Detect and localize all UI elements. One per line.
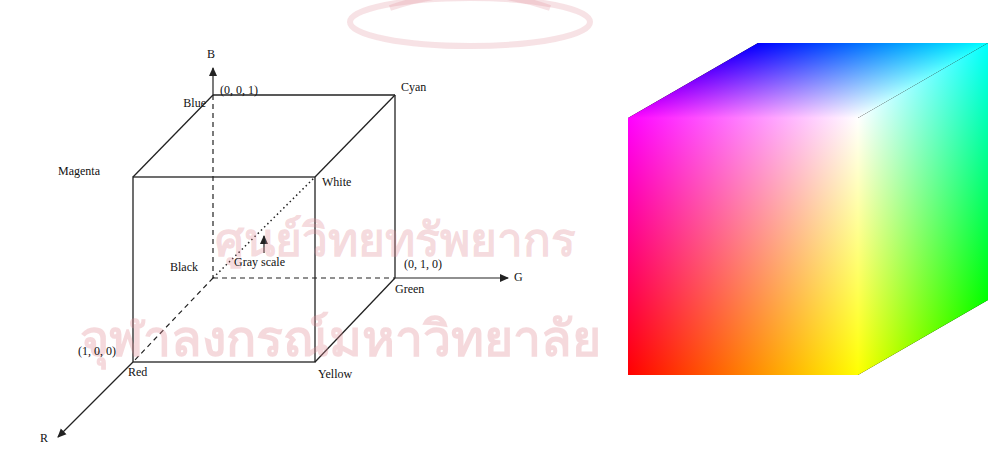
corner-label: Magenta	[58, 165, 100, 178]
coordinate: (1, 0, 0)	[78, 345, 116, 358]
corner-label: Yellow	[318, 368, 352, 381]
watermark: จุฬาลงกรณ์มหาวิทยาลัย	[80, 312, 601, 367]
coordinate: (0, 0, 1)	[220, 84, 258, 97]
corner-label: Red	[128, 366, 147, 379]
corner-label: Green	[395, 283, 424, 296]
corner-label: Black	[170, 261, 198, 274]
watermark-emblem	[350, 0, 590, 46]
color-cube	[628, 43, 988, 375]
axis-name: G	[514, 271, 523, 284]
corner-label: Cyan	[401, 81, 426, 94]
coordinate: (0, 1, 0)	[404, 258, 442, 271]
axis-name: B	[207, 48, 215, 61]
corner-label: Blue	[183, 97, 206, 110]
corner-label: White	[322, 176, 351, 189]
axis-name: R	[40, 432, 48, 445]
diagonal-label: Gray scale	[234, 256, 285, 269]
